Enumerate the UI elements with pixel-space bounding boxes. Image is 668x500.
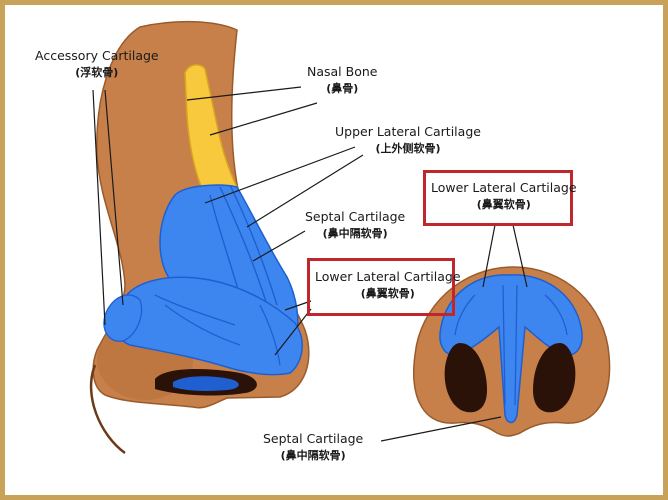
label-septal-side-zh: (鼻中隔软骨)	[322, 227, 388, 240]
label-septal-bottom-zh: (鼻中隔软骨)	[280, 449, 346, 462]
label-septal-cartilage-side: Septal Cartilage (鼻中隔软骨)	[305, 208, 405, 242]
leader-septal-bottom	[380, 416, 502, 442]
nostril-left-bottom	[444, 343, 487, 413]
lower-lateral-bottom-shape	[439, 274, 583, 424]
leader-accessory-2	[104, 89, 124, 306]
label-upper-lateral-cartilage: Upper Lateral Cartilage (上外侧软骨)	[335, 123, 481, 157]
label-lower-lateral-side-en: Lower Lateral Cartilage	[315, 269, 461, 284]
bottom-view	[413, 266, 611, 437]
label-septal-bottom-en: Septal Cartilage	[263, 431, 364, 446]
nostril-right-bottom	[533, 343, 576, 413]
label-lower-lateral-side: Lower Lateral Cartilage (鼻翼软骨)	[315, 268, 461, 302]
diagram-canvas: Accessory Cartilage (浮软骨) Nasal Bone (鼻骨…	[5, 5, 663, 495]
highlight-box-lower-lateral-bottom	[423, 170, 573, 226]
leader-lower-lateral-bottom-1	[482, 224, 496, 288]
leader-upper-lateral-1	[204, 146, 356, 204]
leader-lower-lateral-bottom-2	[512, 224, 528, 288]
lower-lateral-cartilage-shape	[114, 276, 303, 376]
leader-accessory-1	[92, 89, 106, 326]
label-accessory-zh: (浮软骨)	[75, 66, 119, 79]
lower-lateral-cartilage-lines	[154, 294, 281, 366]
side-view	[89, 20, 310, 455]
nose-anatomy-drawing	[89, 20, 611, 455]
label-upper-lateral-en: Upper Lateral Cartilage	[335, 124, 481, 139]
highlight-box-lower-lateral-side	[307, 258, 455, 316]
leader-nasal-bone-2	[209, 102, 318, 136]
label-nasal-bone: Nasal Bone (鼻骨)	[307, 63, 377, 97]
label-nasal-bone-zh: (鼻骨)	[326, 82, 359, 95]
leader-lower-lateral-side-1	[284, 300, 312, 311]
leader-nasal-bone-1	[186, 86, 302, 101]
label-lower-lateral-bottom-zh: (鼻翼软骨)	[476, 198, 531, 211]
nasal-bone-shape	[184, 64, 239, 196]
label-septal-side-en: Septal Cartilage	[305, 209, 406, 224]
label-accessory-en: Accessory Cartilage	[35, 48, 159, 63]
alar-curve	[89, 364, 126, 455]
label-accessory-cartilage: Accessory Cartilage (浮软骨)	[35, 47, 159, 81]
leader-septal-side	[252, 230, 306, 262]
label-lower-lateral-side-zh: (鼻翼软骨)	[360, 287, 415, 300]
nostril-side-inner	[173, 376, 239, 391]
leader-lower-lateral-side-2	[274, 308, 312, 356]
label-septal-cartilage-bottom: Septal Cartilage (鼻中隔软骨)	[263, 430, 363, 464]
label-nasal-bone-en: Nasal Bone	[307, 64, 378, 79]
label-upper-lateral-zh: (上外侧软骨)	[375, 142, 441, 155]
lower-lateral-bottom-lines	[454, 284, 568, 406]
leader-upper-lateral-2	[246, 154, 364, 228]
label-lower-lateral-bottom-en: Lower Lateral Cartilage	[431, 180, 577, 195]
label-lower-lateral-bottom: Lower Lateral Cartilage (鼻翼软骨)	[431, 179, 577, 213]
leader-lines	[92, 86, 528, 442]
